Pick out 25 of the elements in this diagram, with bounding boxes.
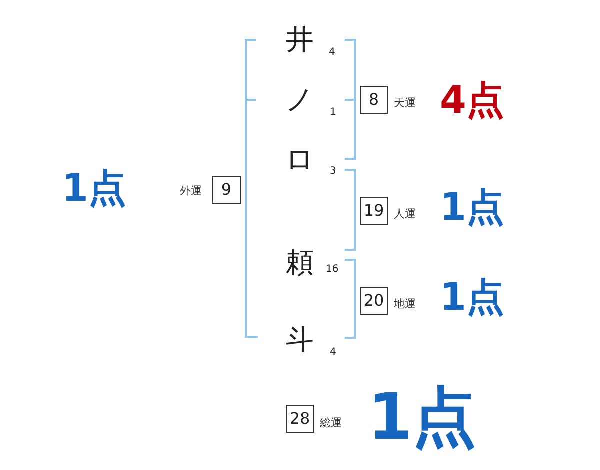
score-text: 1点: [440, 188, 504, 226]
score-text: 4点: [440, 81, 504, 119]
score-text: 1点: [62, 169, 126, 207]
fortune-label: 天運: [394, 98, 416, 108]
stroke-count: 1: [330, 108, 336, 118]
name-character: 斗: [286, 326, 314, 354]
fortune-label: 地運: [394, 298, 416, 310]
stroke-count: 16: [326, 265, 339, 275]
fortune-label: 総運: [320, 418, 342, 428]
fortune-number-box: 20: [360, 287, 388, 315]
stroke-count: 3: [330, 167, 336, 177]
fortune-number-box: 19: [360, 197, 388, 225]
fortune-number-box: 8: [360, 86, 388, 114]
fortune-number-box: 9: [212, 176, 241, 204]
score-text: 1点: [368, 386, 477, 450]
name-character: ノ: [286, 86, 314, 114]
fortune-label: 外運: [180, 186, 202, 196]
name-character: 井: [286, 26, 314, 54]
name-character: ロ: [286, 146, 314, 174]
fortune-label: 人運: [394, 208, 416, 220]
stroke-count: 4: [330, 348, 336, 358]
name-character: 頼: [286, 249, 314, 277]
stroke-count: 4: [329, 48, 336, 58]
fortune-number-box: 28: [286, 405, 314, 433]
score-text: 1点: [440, 278, 504, 316]
